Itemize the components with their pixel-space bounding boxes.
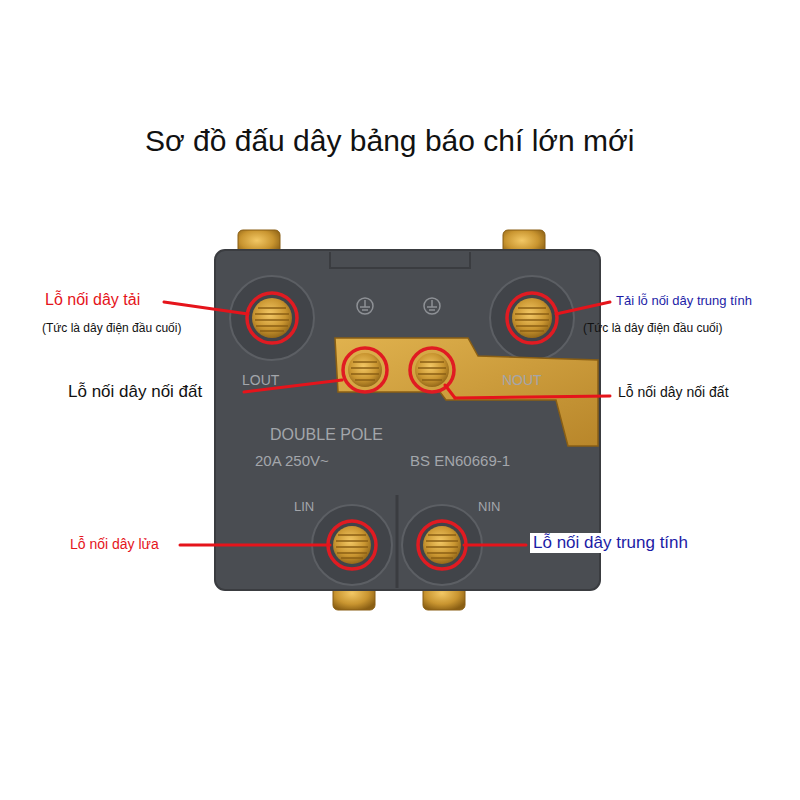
terminal-marking: NIN [478, 500, 500, 515]
terminal-label: Tải lỗ nối dây trung tính [616, 294, 752, 309]
standard-marking: BS EN60669-1 [410, 452, 510, 469]
terminal-marking: LOUT [242, 372, 279, 388]
terminal-note: (Tức là dây điện đầu cuối) [42, 322, 181, 336]
leader-lines [164, 302, 610, 545]
device-marking: DOUBLE POLE [270, 426, 383, 444]
terminal-label: Lỗ nối dây trung tính [530, 533, 691, 553]
terminal-marking: LIN [294, 500, 314, 515]
terminal-label: Lỗ nối dây nối đất [68, 382, 202, 402]
terminal-label: Lỗ nối dây nối đất [618, 384, 729, 400]
terminal-holes [247, 293, 557, 569]
terminal-label: Lỗ nối dây lửa [70, 536, 159, 552]
rating-marking: 20A 250V~ [255, 452, 329, 469]
earth-symbols [357, 298, 440, 314]
terminal-label: Lỗ nối dây tải [45, 291, 140, 309]
terminal-note: (Tức là dây điện đầu cuối) [583, 322, 722, 336]
terminal-bosses [230, 276, 574, 585]
title: Sơ đồ đấu dây bảng báo chí lớn mới [145, 124, 650, 159]
terminal-marking: NOUT [502, 372, 542, 388]
